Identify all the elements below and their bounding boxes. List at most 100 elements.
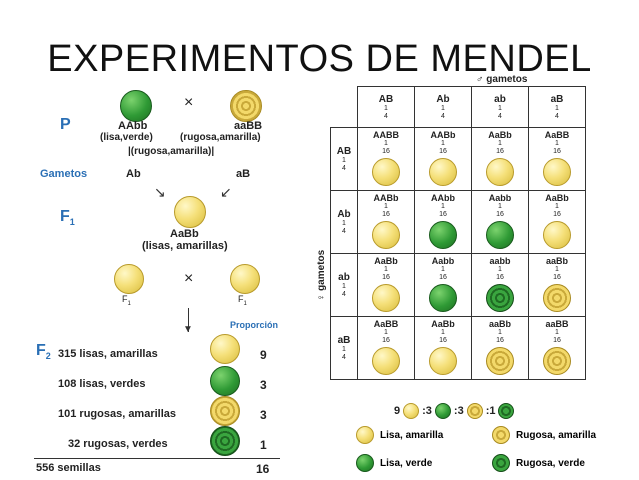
f2-row-2-seed <box>210 366 240 396</box>
legend-seed-4 <box>492 454 510 472</box>
f2-row-4-text: 32 rugosas, verdes <box>68 438 168 450</box>
female-gametes-label: ♀ gametos <box>316 249 328 302</box>
cross-diagram: P × AAbb (lisa,verde) aaBB (rugosa,amari… <box>8 86 298 480</box>
f1-seed-left <box>114 264 144 294</box>
cell-seed <box>372 347 400 375</box>
f1-seed <box>174 196 206 228</box>
male-gametes-label: ♂ gametos <box>476 74 528 85</box>
page-title: EXPERIMENTOS DE MENDEL <box>47 38 592 80</box>
p-generation-label: P <box>60 116 71 133</box>
parent2-phenotype: (rugosa,amarilla) <box>180 132 261 143</box>
parent1-seed <box>120 90 152 122</box>
parent2-genotype: aaBB <box>234 120 263 132</box>
f1-left-label: F1 <box>122 294 131 307</box>
grid-corner <box>331 87 358 128</box>
cell-seed <box>543 284 571 312</box>
cell-seed <box>429 347 457 375</box>
ratio-9: 9 <box>394 405 401 417</box>
f2-row-2-ratio: 3 <box>260 378 267 392</box>
total-divider <box>34 458 280 459</box>
cell-seed <box>486 347 514 375</box>
ratio-seed-yellow-smooth <box>403 403 420 419</box>
cell-seed <box>372 158 400 186</box>
ratio-seed-yellow-wrinkled <box>466 403 483 419</box>
parent1-phenotype: (lisa,verde) <box>100 132 153 143</box>
gamete-arrow-left: ↘ <box>154 184 166 200</box>
parent1-genotype: AAbb <box>118 120 148 132</box>
total-ratio: 16 <box>256 462 270 476</box>
parent-note: |(rugosa,amarilla)| <box>128 146 215 157</box>
ratio-3a: :3 <box>422 405 432 417</box>
cell-seed <box>543 221 571 249</box>
total-seeds: 556 semillas <box>36 462 101 474</box>
gamete-aB: aB <box>236 168 251 180</box>
proportion-label: Proporción <box>230 320 279 330</box>
cell-seed <box>372 221 400 249</box>
legend-item-4: Rugosa, verde <box>492 454 585 472</box>
cell-seed <box>486 284 514 312</box>
f1-seed-right <box>230 264 260 294</box>
legend-seed-2 <box>492 426 510 444</box>
f2-row-2-text: 108 lisas, verdes <box>58 378 146 390</box>
cross-symbol-parents: × <box>184 94 194 111</box>
f1-right-label: F1 <box>238 294 247 307</box>
f1-phenotype: (lisas, amarillas) <box>142 240 228 252</box>
f2-row-3-text: 101 rugosas, amarillas <box>58 408 177 420</box>
ratio-summary: 9 :3 :3 :1 <box>394 400 515 422</box>
f1-label: F1 <box>60 208 75 228</box>
cross-symbol-f1: × <box>184 270 194 287</box>
gamete-arrow-right: ↙ <box>220 184 232 200</box>
legend-seed-1 <box>356 426 374 444</box>
ratio-seed-green-smooth <box>434 403 451 419</box>
f2-row-3-ratio: 3 <box>260 408 267 422</box>
parent2-seed <box>230 90 262 122</box>
ratio-3b: :3 <box>453 405 464 417</box>
legend-item-2: Rugosa, amarilla <box>492 426 596 444</box>
f2-row-4-ratio: 1 <box>260 438 267 452</box>
gametes-label: Gametos <box>40 168 88 180</box>
cell-seed <box>486 158 514 186</box>
ratio-1: :1 <box>485 405 496 417</box>
f2-row-1-ratio: 9 <box>260 348 267 362</box>
cell-seed <box>372 284 400 312</box>
cell-seed <box>543 158 571 186</box>
f2-row-1-text: 315 lisas, amarillas <box>58 348 158 360</box>
legend: Lisa, amarilla Rugosa, amarilla Lisa, ve… <box>356 426 626 478</box>
down-arrow-line <box>188 308 189 332</box>
cell-seed <box>543 347 571 375</box>
cell-seed <box>486 221 514 249</box>
legend-item-1: Lisa, amarilla <box>356 426 443 444</box>
f2-row-1-seed <box>210 334 240 364</box>
cell-seed <box>429 284 457 312</box>
cell-seed <box>429 158 457 186</box>
f2-row-3-seed <box>210 396 240 426</box>
f2-label: F2 <box>36 342 51 362</box>
f1-genotype: AaBb <box>170 228 199 240</box>
down-arrow-head: ▼ <box>183 324 193 335</box>
cell-seed <box>429 221 457 249</box>
